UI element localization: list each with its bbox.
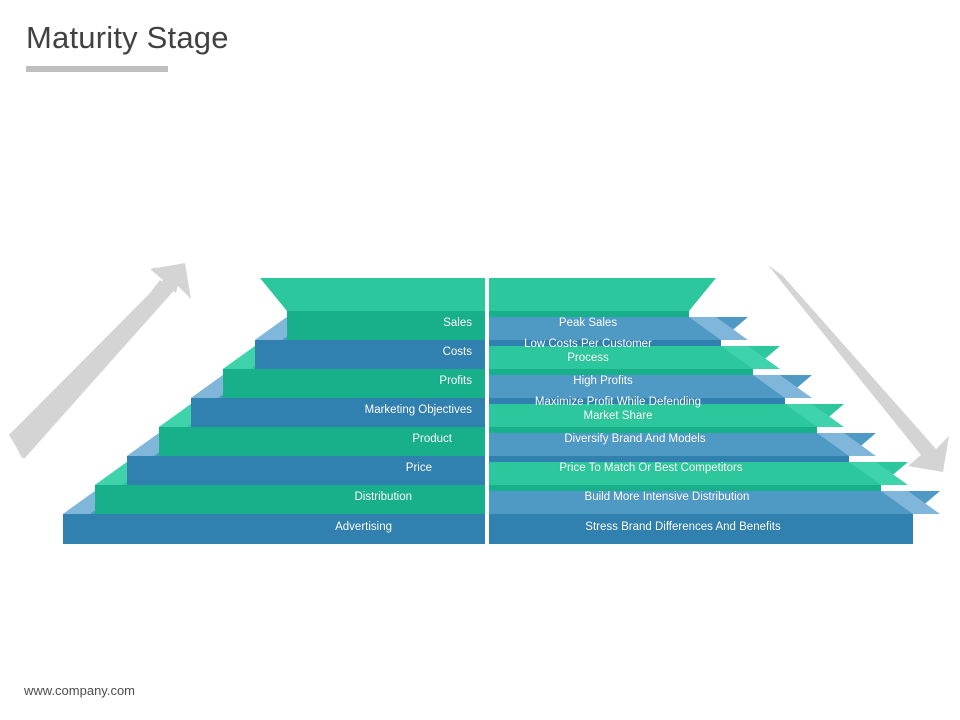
right-step-8 (489, 491, 940, 544)
footer-url: www.company.com (24, 683, 136, 698)
up-right-arrow-icon (9, 263, 191, 459)
center-divider (485, 274, 489, 548)
left-step-1 (260, 278, 487, 340)
staircase-graphic (9, 263, 949, 548)
right-staircase (489, 278, 940, 544)
left-staircase (63, 278, 487, 544)
title-underline-rule (26, 66, 168, 72)
page-title: Maturity Stage (26, 20, 229, 55)
down-right-arrow-icon (768, 265, 949, 472)
maturity-stage-staircase-diagram: Sales Costs Profits Marketing Objectives… (0, 258, 960, 558)
right-step-highlights (689, 317, 940, 514)
